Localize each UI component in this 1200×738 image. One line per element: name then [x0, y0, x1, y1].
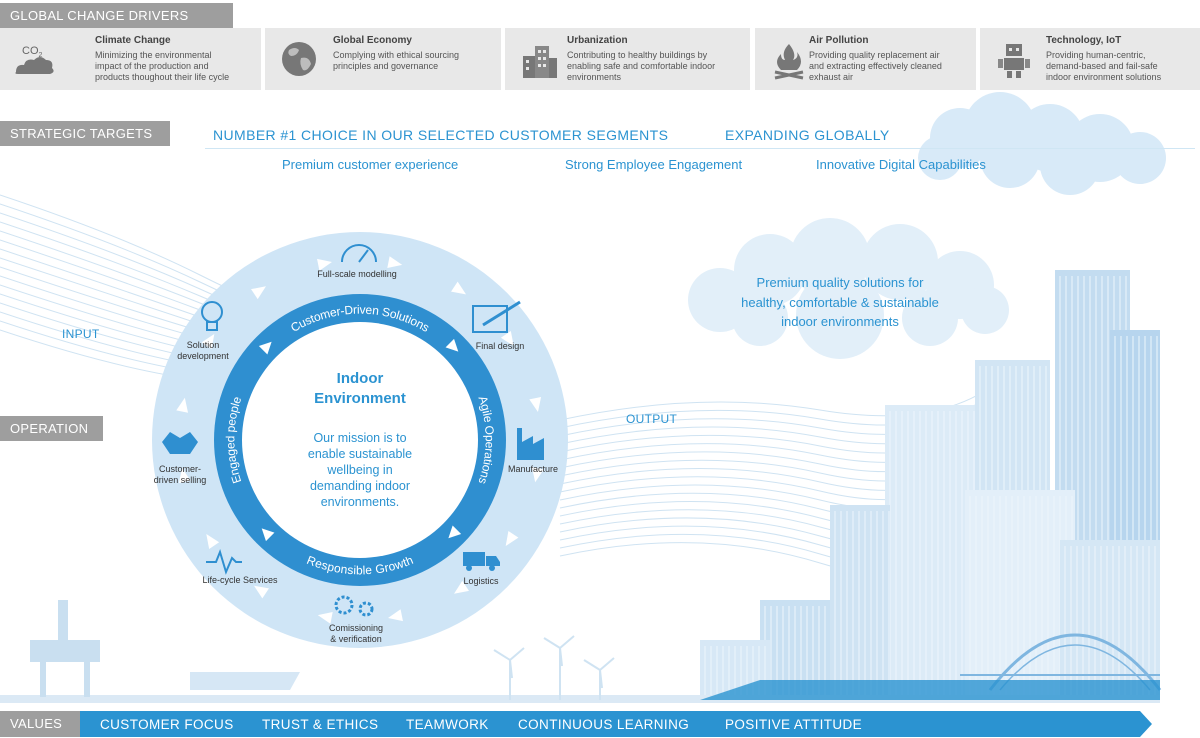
outer-arrow	[529, 397, 542, 412]
target-employee-engagement: Strong Employee Engagement	[565, 157, 743, 172]
building-4	[830, 505, 890, 700]
wheel-outer-arrows	[176, 256, 544, 624]
step-manufacture: Manufacture	[507, 464, 559, 474]
wheel-inner-disc	[242, 322, 478, 558]
outer-arrow	[253, 585, 269, 599]
outer-arrow	[387, 256, 403, 269]
output-cloud	[688, 218, 1009, 359]
step-full-scale-modelling: Full-scale modelling	[317, 269, 397, 279]
values-arrow-bar	[80, 711, 1152, 737]
outer-arrow	[451, 281, 467, 295]
input-label: INPUT	[62, 327, 100, 341]
outer-arrow	[201, 333, 215, 349]
building-5	[965, 490, 1075, 700]
fire-icon	[774, 44, 804, 80]
targets-divider	[205, 148, 1195, 149]
gears-icon	[334, 595, 374, 617]
outer-arrow	[388, 609, 403, 622]
outer-arrow	[505, 531, 519, 547]
output-label: OUTPUT	[626, 412, 678, 426]
factory-icon	[517, 428, 544, 460]
outer-arrow	[531, 467, 544, 483]
building-3	[885, 405, 975, 700]
driver-urbanization: Urbanization Contributing to healthy bui…	[505, 28, 750, 90]
target-digital-capabilities: Innovative Digital Capabilities	[816, 157, 986, 172]
lightbulb-icon	[201, 301, 223, 331]
value-teamwork: TEAMWORK	[406, 717, 489, 732]
offshore-rig	[30, 600, 300, 697]
value-continuous-learning: CONTINUOUS LEARNING	[518, 717, 690, 732]
truck-icon	[463, 552, 500, 571]
outer-arrow	[206, 534, 220, 549]
ring-arrow	[258, 341, 272, 355]
driver-global-economy: Global Economy Complying with ethical so…	[265, 28, 501, 90]
robot-icon	[998, 44, 1030, 78]
outer-arrow	[251, 286, 266, 300]
ring-label-engaged-people: Engaged people	[223, 395, 244, 486]
outer-arrow	[317, 611, 333, 624]
driver-title: Climate Change	[95, 35, 171, 46]
globe-icon	[282, 42, 316, 76]
section-label-operation: OPERATION	[0, 416, 103, 441]
outer-arrow	[176, 397, 189, 413]
target-premium-customer-experience: Premium customer experience	[282, 157, 459, 172]
driver-desc: Providing human-centric,demand-based and…	[1046, 50, 1162, 82]
city-skyline	[700, 270, 1160, 700]
driver-title: Technology, IoT	[1046, 35, 1122, 46]
step-customer-driven-selling: Customer-driven selling	[153, 464, 207, 485]
driver-title: Urbanization	[567, 35, 628, 46]
wind-turbines	[493, 635, 615, 700]
bridge-arch	[960, 633, 1162, 691]
ring-arrow	[261, 528, 275, 542]
ring-arrow	[445, 338, 459, 352]
value-positive-attitude: POSITIVE ATTITUDE	[725, 717, 863, 732]
buildings-icon	[523, 46, 557, 78]
gauge-icon	[341, 244, 377, 263]
driver-air-pollution: Air Pollution Providing quality replacem…	[755, 28, 976, 90]
section-label-drivers: GLOBAL CHANGE DRIVERS	[0, 3, 233, 28]
driver-climate-change: CO2 Climate Change Minimizing the enviro…	[0, 28, 261, 90]
tablet-pen-icon	[472, 300, 521, 333]
ship	[190, 672, 300, 690]
section-label-targets: STRATEGIC TARGETS	[0, 121, 170, 146]
cloud-co2-icon: CO2	[15, 45, 54, 74]
global-change-drivers: CO2 Climate Change Minimizing the enviro…	[0, 28, 1200, 90]
outer-arrow	[317, 258, 332, 271]
value-trust-ethics: TRUST & ETHICS	[262, 717, 379, 732]
value-customer-focus: CUSTOMER FOCUS	[100, 717, 234, 732]
handshake-icon	[162, 432, 198, 454]
driver-title: Air Pollution	[809, 35, 869, 46]
wheel-ring-arrows	[258, 338, 462, 542]
step-logistics: Logistics	[463, 576, 499, 586]
top-cloud	[918, 92, 1166, 195]
target-number-one-choice: NUMBER #1 CHOICE IN OUR SELECTED CUSTOME…	[213, 127, 669, 143]
step-final-design: Final design	[475, 341, 525, 351]
outer-arrow	[500, 331, 514, 346]
section-label-values: VALUES	[0, 711, 80, 737]
outer-arrow	[454, 580, 469, 594]
driver-technology-iot: Technology, IoT Providing human-centric,…	[980, 28, 1200, 90]
ring-arrow	[448, 525, 462, 539]
step-life-cycle-services: Life-cycle Services	[202, 575, 278, 585]
driver-title: Global Economy	[333, 35, 412, 46]
step-commissioning: Comissioning& verification	[328, 623, 384, 644]
outer-arrow	[178, 468, 191, 483]
ground-band	[0, 695, 1160, 703]
road-ramp	[700, 680, 1160, 700]
wheel-step-icons	[162, 244, 544, 617]
target-expanding-globally: EXPANDING GLOBALLY	[725, 127, 890, 143]
pulse-icon	[206, 548, 242, 575]
co2-text: CO2	[22, 45, 43, 59]
